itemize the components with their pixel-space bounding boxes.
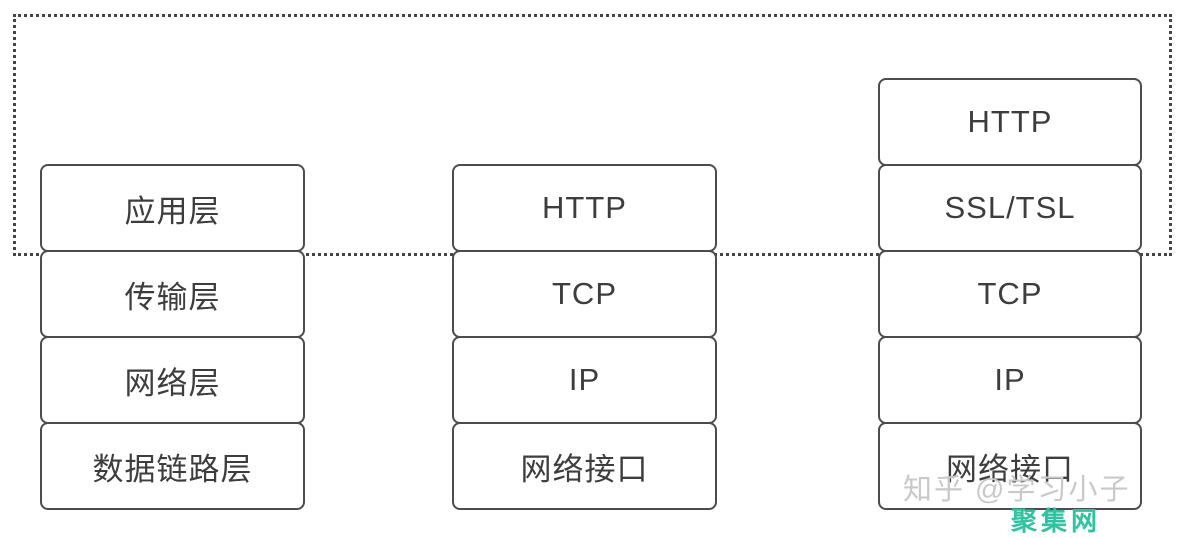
layer-box-network: 网络层 <box>40 336 305 424</box>
layer-box-ip: IP <box>878 336 1142 424</box>
layer-box-ssl-tsl: SSL/TSL <box>878 164 1142 252</box>
watermark-site-text: 聚集网 <box>1011 506 1102 536</box>
column-network-model: 应用层 传输层 网络层 数据链路层 <box>40 164 305 510</box>
layer-box-tcp: TCP <box>878 250 1142 338</box>
layer-box-http: HTTP <box>878 78 1142 166</box>
layer-box-network-interface: 网络接口 <box>878 422 1142 510</box>
layer-box-transport: 传输层 <box>40 250 305 338</box>
column-https-stack: HTTP SSL/TSL TCP IP 网络接口 <box>878 78 1142 510</box>
layer-box-datalink: 数据链路层 <box>40 422 305 510</box>
layer-box-application: 应用层 <box>40 164 305 252</box>
watermark-credit-text: 知乎 @学习小子 <box>903 474 1131 506</box>
layer-box-network-interface: 网络接口 <box>452 422 717 510</box>
layer-box-ip: IP <box>452 336 717 424</box>
layer-box-tcp: TCP <box>452 250 717 338</box>
layer-box-http: HTTP <box>452 164 717 252</box>
column-http-stack: HTTP TCP IP 网络接口 <box>452 164 717 510</box>
